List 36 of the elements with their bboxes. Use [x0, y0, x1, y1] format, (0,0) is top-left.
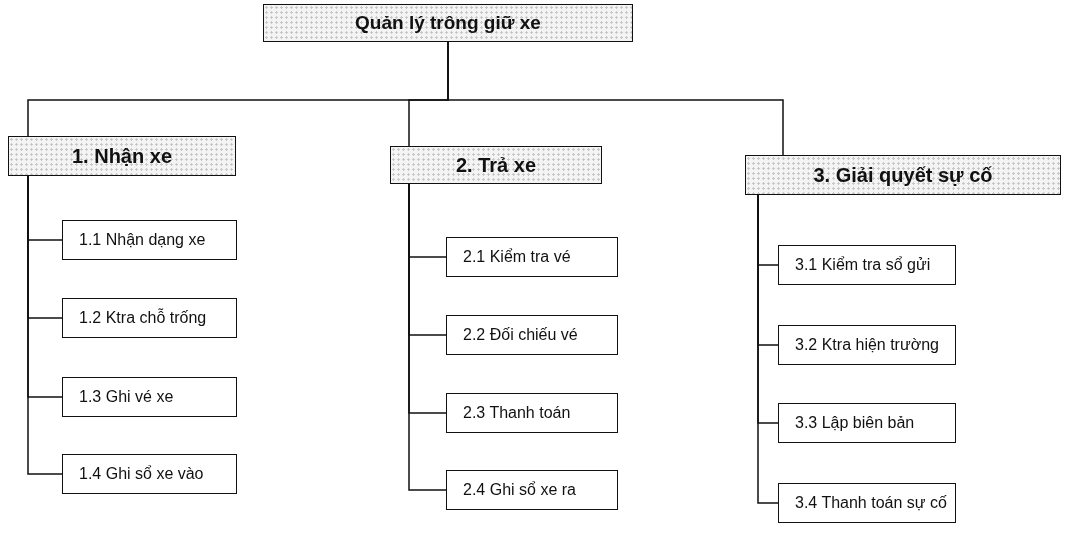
node-label: 2.1 Kiểm tra vé [463, 248, 571, 266]
root-box [263, 4, 633, 42]
node-label: Quản lý trông giữ xe [355, 12, 541, 34]
group-box [8, 136, 236, 176]
node-label: 2. Trả xe [455, 153, 537, 177]
node-label: 2.2 Đối chiếu vé [463, 326, 578, 344]
connector-line [757, 194, 779, 504]
connector-line [27, 175, 63, 475]
task-box [446, 393, 618, 433]
task-box [62, 377, 237, 417]
node-label: 1.2 Ktra chỗ trống [79, 309, 207, 327]
node-label: 2.3 Thanh toán [463, 404, 571, 422]
task-box [778, 325, 956, 365]
node-label: 3.4 Thanh toán sự cố [795, 494, 947, 512]
group-box [390, 146, 602, 184]
node-label: 1.4 Ghi sổ xe vào [79, 465, 204, 483]
task-box [778, 483, 956, 523]
group-box [745, 155, 1061, 195]
task-box [446, 237, 618, 277]
node-label: 3. Giải quyết sự cố [813, 163, 993, 187]
task-box [62, 298, 237, 338]
node-label: 1.3 Ghi vé xe [79, 388, 174, 406]
task-box [62, 454, 237, 494]
node-label: 1. Nhận xe [71, 144, 172, 168]
node-label: 3.3 Lập biên bản [795, 414, 915, 432]
task-box [778, 403, 956, 443]
node-label: 1.1 Nhận dạng xe [79, 231, 206, 249]
task-box [778, 245, 956, 285]
connector-line [408, 183, 447, 491]
node-label: 2.4 Ghi sổ xe ra [463, 481, 576, 499]
node-label: 3.2 Ktra hiện trường [795, 336, 939, 354]
task-box [446, 470, 618, 510]
connector-line [447, 41, 784, 156]
node-label: 3.1 Kiểm tra sổ gửi [795, 256, 931, 274]
task-box [446, 315, 618, 355]
task-box [62, 220, 237, 260]
